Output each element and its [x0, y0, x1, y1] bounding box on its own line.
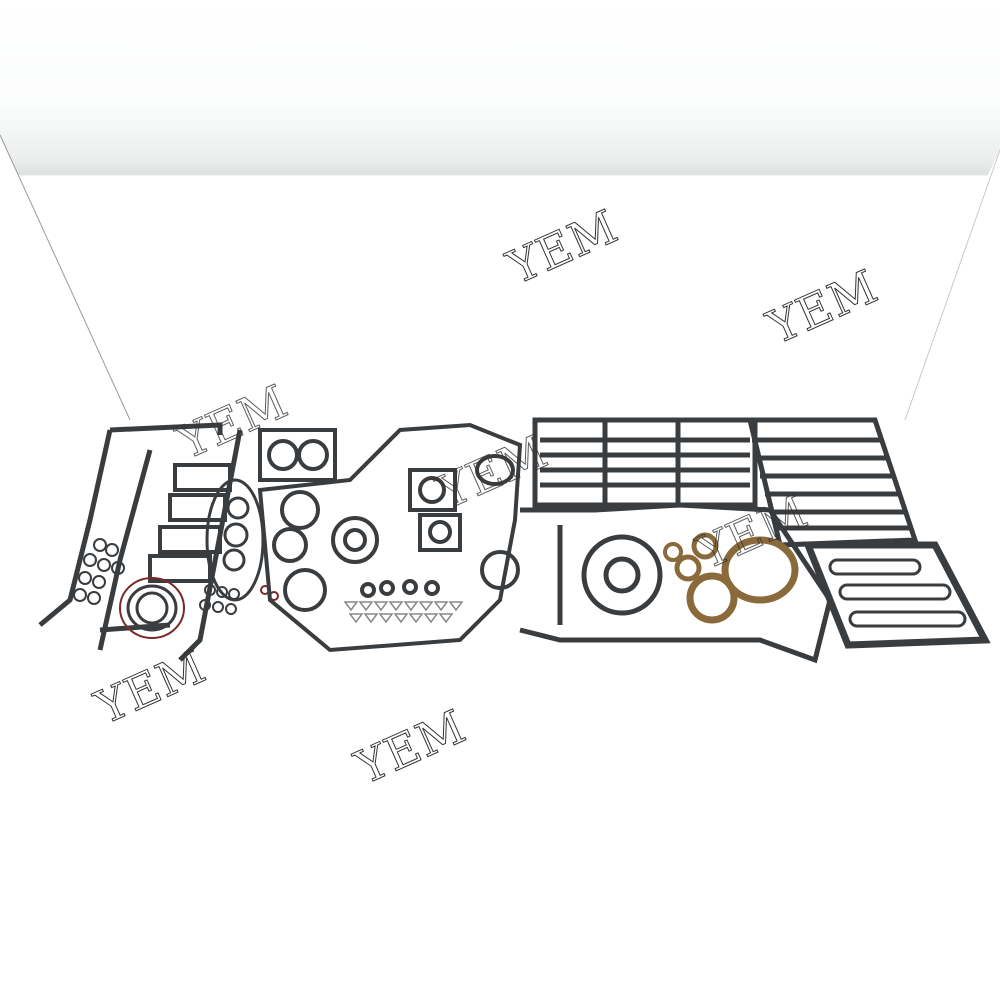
oil-pan-gasket: [802, 541, 991, 649]
small-seals: [360, 579, 440, 598]
oval-gasket: [205, 478, 265, 602]
oil-seals: [663, 532, 799, 624]
timing-cover-gaskets: [257, 422, 523, 653]
crank-seal-rings: [119, 577, 185, 639]
side-cover-gaskets: [746, 417, 919, 548]
rocker-cover-gaskets: [532, 417, 758, 508]
valve-cover-gaskets: [148, 463, 232, 583]
copper-washers: [343, 601, 464, 624]
flywheel-housing-gasket: [519, 502, 833, 664]
